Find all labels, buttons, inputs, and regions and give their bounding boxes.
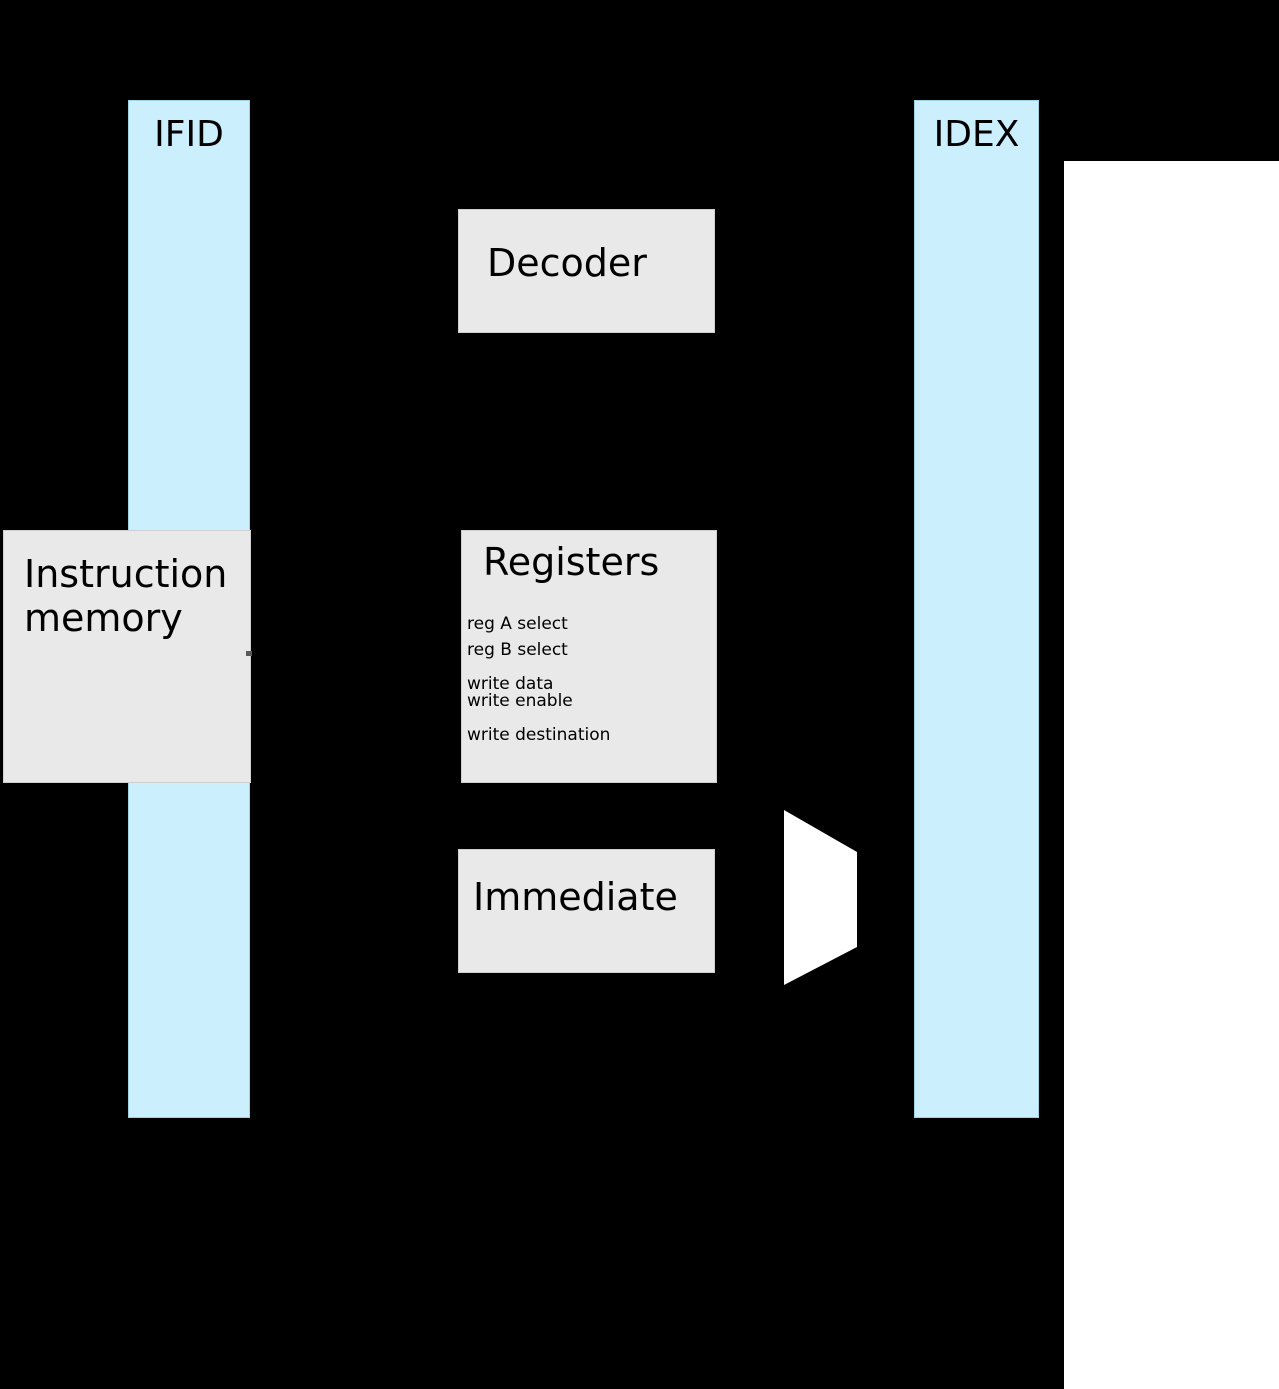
registers-port-write-data: write data [467,674,554,694]
white-page-region [1064,161,1279,1389]
operand-mux[interactable] [780,805,866,990]
registers-port-reg-b-select: reg B select [467,640,568,660]
unit-immediate-title: Immediate [473,875,678,919]
unit-instruction-memory-title: Instruction memory [24,552,228,640]
unit-decoder[interactable]: Decoder [458,209,715,333]
unit-registers-title: Registers [483,540,660,584]
registers-port-write-destination: write destination [467,725,611,745]
registers-port-write-enable: write enable [467,691,573,711]
registers-port-reg-a-select: reg A select [467,614,568,634]
pipeline-register-idex-label: IDEX [933,114,1020,155]
operand-mux-shape [784,810,857,985]
registers-port-list: reg A select reg B select write data wri… [467,616,610,744]
unit-instruction-memory[interactable]: Instruction memory [3,530,251,783]
unit-decoder-title: Decoder [487,241,647,285]
pipeline-register-ifid-label: IFID [154,114,224,155]
instruction-memory-output-stub [246,651,252,656]
unit-immediate[interactable]: Immediate [458,849,715,973]
unit-registers[interactable]: Registers reg A select reg B select writ… [461,530,717,783]
pipeline-register-idex[interactable]: IDEX [914,100,1039,1118]
